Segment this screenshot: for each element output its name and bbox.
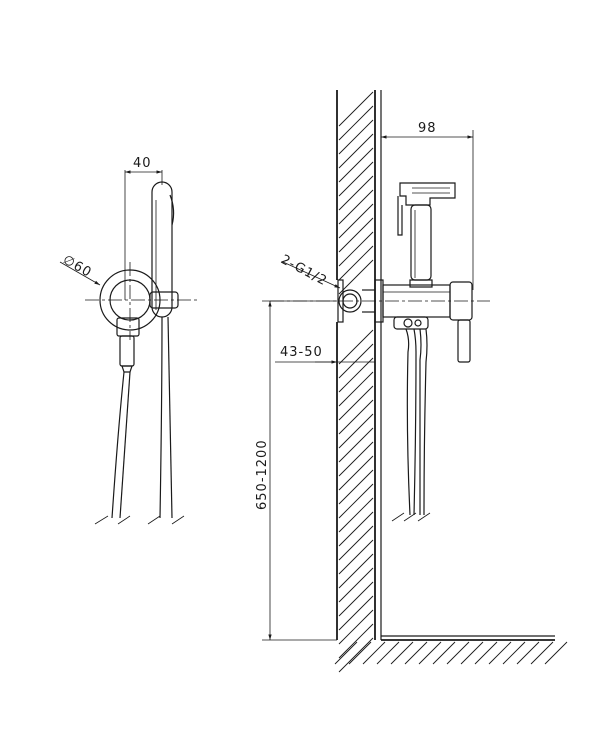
hatch-line bbox=[432, 641, 456, 665]
thread-dimension: 2-G1/2 bbox=[278, 252, 341, 289]
hatch-line bbox=[338, 371, 374, 407]
hoses-side bbox=[391, 328, 431, 522]
hatch-line bbox=[338, 595, 374, 631]
hatch-line bbox=[418, 641, 442, 665]
hatch-line bbox=[338, 623, 374, 659]
hatch-line bbox=[334, 641, 358, 665]
hatch-line bbox=[338, 105, 374, 141]
depth-dimension: 43-50 bbox=[275, 325, 376, 368]
hatch-line bbox=[338, 385, 374, 421]
front-view: 40 ∅60 bbox=[59, 156, 200, 525]
hatch-line bbox=[390, 641, 414, 665]
hatch-line bbox=[348, 641, 372, 665]
hatch-line bbox=[338, 259, 374, 295]
hatch-line bbox=[502, 641, 526, 665]
hand-shower-side bbox=[397, 182, 456, 288]
projection-dimension: 98 bbox=[381, 121, 474, 290]
hoses-front bbox=[94, 316, 185, 525]
valve-front bbox=[116, 317, 140, 373]
hatch-line bbox=[338, 525, 374, 561]
wall-hatching bbox=[338, 91, 374, 673]
hatch-line bbox=[338, 427, 374, 463]
hand-shower-front bbox=[151, 181, 175, 318]
rosette-front bbox=[85, 262, 200, 340]
hatch-line bbox=[338, 175, 374, 211]
hatch-line bbox=[516, 641, 540, 665]
hatch-line bbox=[338, 161, 374, 197]
hatch-line bbox=[376, 641, 400, 665]
hatch-line bbox=[338, 91, 374, 127]
hatch-line bbox=[544, 641, 568, 665]
hatch-line bbox=[338, 147, 374, 183]
projection-label: 98 bbox=[418, 121, 437, 136]
hatch-line bbox=[338, 497, 374, 533]
hatch-line bbox=[338, 119, 374, 155]
hatch-line bbox=[338, 343, 374, 379]
hatch-line bbox=[338, 231, 374, 267]
hatch-line bbox=[362, 641, 386, 665]
front-width-dimension: 40 bbox=[124, 156, 163, 300]
inlet-fitting bbox=[337, 279, 375, 323]
hatch-line bbox=[338, 413, 374, 449]
hatch-line bbox=[338, 609, 374, 645]
height-dimension: 650-1200 bbox=[255, 300, 337, 641]
hatch-line bbox=[338, 581, 374, 617]
hatch-line bbox=[338, 441, 374, 477]
hatch-line bbox=[338, 567, 374, 603]
hatch-line bbox=[530, 641, 554, 665]
hatch-line bbox=[338, 399, 374, 435]
height-label: 650-1200 bbox=[255, 439, 270, 510]
hatch-line bbox=[338, 133, 374, 169]
hatch-line bbox=[474, 641, 498, 665]
diameter-dimension: ∅60 bbox=[59, 252, 101, 286]
hatch-line bbox=[338, 245, 374, 281]
floor-hatching bbox=[334, 641, 568, 665]
depth-label: 43-50 bbox=[280, 345, 323, 360]
hatch-line bbox=[338, 357, 374, 393]
wall bbox=[336, 90, 382, 673]
hatch-line bbox=[338, 189, 374, 225]
diameter-label: ∅60 bbox=[60, 252, 94, 280]
hatch-line bbox=[338, 637, 374, 673]
hatch-line bbox=[338, 455, 374, 491]
hatch-line bbox=[338, 329, 374, 365]
hatch-line bbox=[338, 511, 374, 547]
hatch-line bbox=[488, 641, 512, 665]
hatch-line bbox=[338, 483, 374, 519]
floor bbox=[334, 635, 568, 665]
hatch-line bbox=[404, 641, 428, 665]
hatch-line bbox=[338, 469, 374, 505]
hatch-line bbox=[338, 539, 374, 575]
side-view: 98 bbox=[255, 90, 568, 673]
hatch-line bbox=[446, 641, 470, 665]
hatch-line bbox=[338, 203, 374, 239]
thread-label: 2-G1/2 bbox=[278, 252, 330, 289]
front-width-label: 40 bbox=[133, 156, 152, 171]
hatch-line bbox=[338, 217, 374, 253]
hatch-line bbox=[460, 641, 484, 665]
hatch-line bbox=[338, 553, 374, 589]
